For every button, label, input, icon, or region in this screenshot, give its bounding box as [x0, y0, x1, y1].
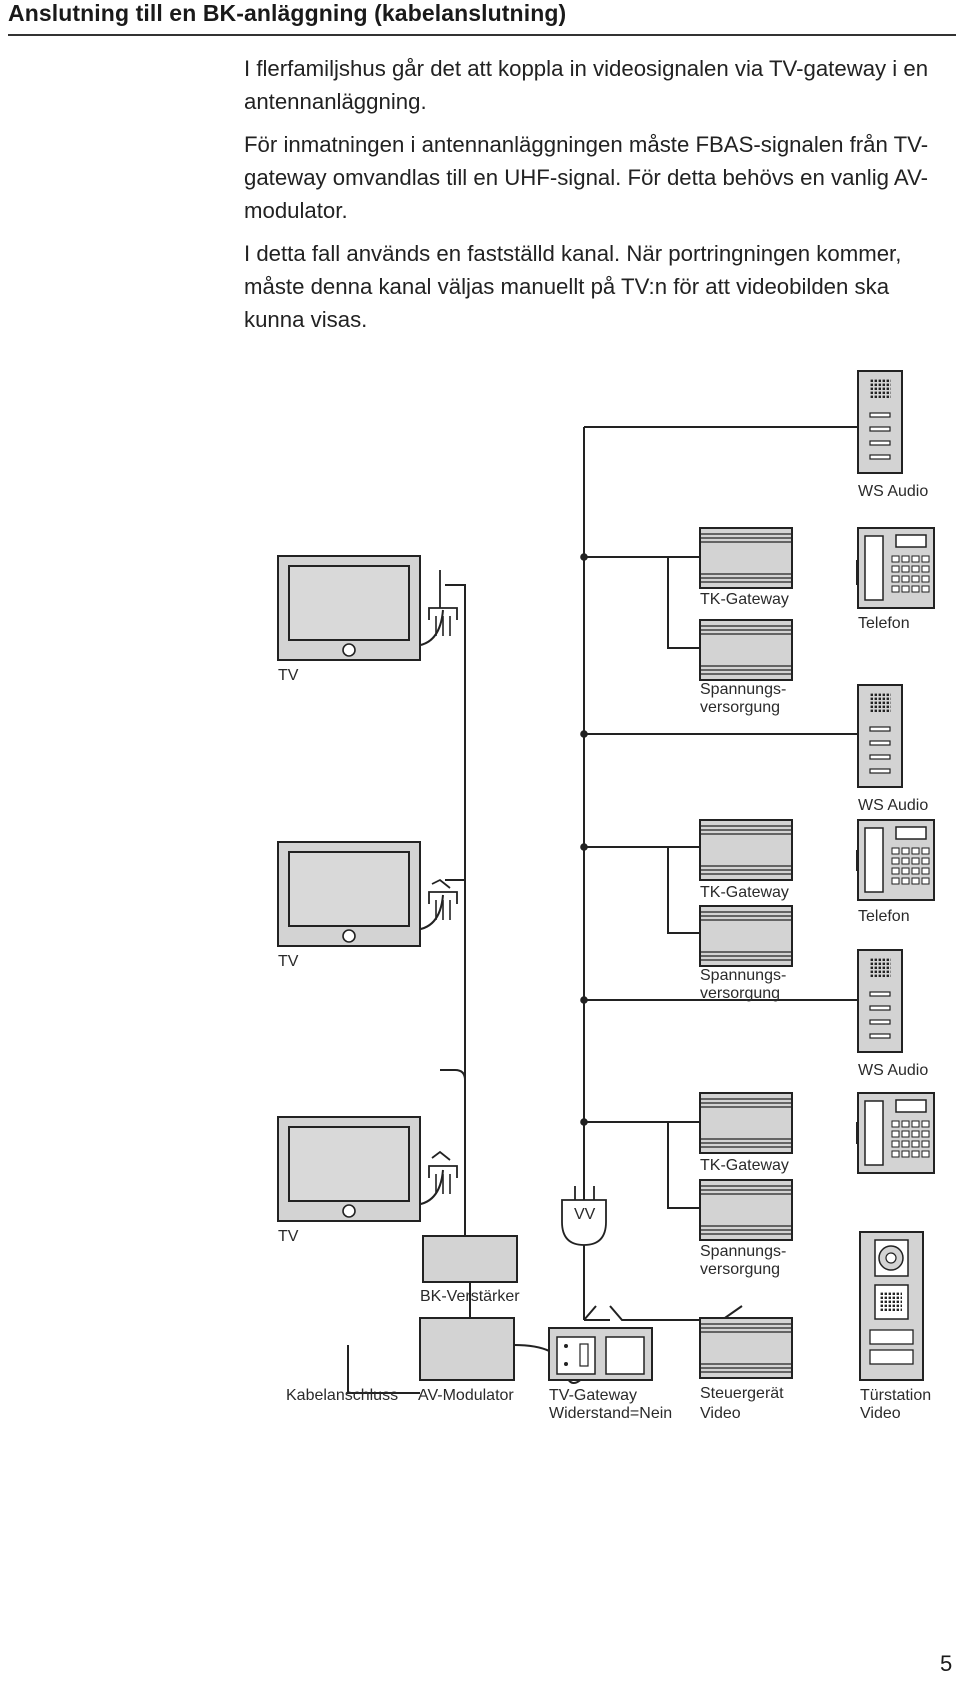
bk-verstaerker-label: BK-Verstärker: [420, 1288, 520, 1305]
tk-gateway-label: TK-Gateway: [700, 884, 789, 901]
bk-verstaerker-device: [422, 1235, 518, 1283]
intro-paragraph-1: I flerfamiljshus går det att koppla in v…: [244, 56, 929, 114]
tv-device: [277, 555, 421, 661]
spannung-label-line2: versorgung: [700, 1261, 780, 1278]
tk-gateway-module: [699, 527, 793, 589]
spannung-label-line2: versorgung: [700, 699, 780, 716]
ws-audio-device: [857, 370, 903, 474]
splitter-icon: [431, 570, 451, 1161]
tk-gateway-module: [699, 1092, 793, 1154]
ws-audio-label: WS Audio: [858, 483, 928, 500]
kabelanschluss-label: Kabelanschluss: [286, 1387, 398, 1404]
power-supply-module: [699, 1179, 793, 1241]
tv-gateway-label-line2: Widerstand=Nein: [549, 1405, 672, 1422]
door-station-video-device: [859, 1231, 924, 1381]
spannung-label-line2: versorgung: [700, 985, 780, 1002]
telefon-label: Telefon: [858, 908, 910, 925]
tuerstation-label-line1: Türstation: [860, 1387, 931, 1404]
page-number: 5: [940, 1651, 953, 1676]
vv-label: VV: [574, 1206, 596, 1223]
power-supply-module: [699, 905, 793, 967]
intro-paragraph-2: För inmatningen i antennanläggningen mås…: [244, 132, 929, 223]
tk-gateway-label: TK-Gateway: [700, 591, 789, 608]
steuergeraet-module: [699, 1317, 793, 1379]
telefon-label: Telefon: [858, 615, 910, 632]
vv-distributor: [561, 1186, 607, 1246]
telephone-device: [857, 1092, 935, 1174]
spannung-label-line1: Spannungs-: [700, 1243, 786, 1260]
spannung-label-line1: Spannungs-: [700, 681, 786, 698]
tv-label: TV: [278, 1228, 299, 1245]
ws-audio-device: [857, 684, 903, 788]
tv-gateway-label-line1: TV-Gateway: [549, 1387, 637, 1404]
bus-junctions: [580, 553, 588, 1126]
steuergeraet-label-line2: Video: [700, 1405, 741, 1422]
tv-device: [277, 1116, 421, 1222]
telephone-device: [857, 819, 935, 901]
tk-gateway-module: [699, 819, 793, 881]
tv-label: TV: [278, 953, 299, 970]
ws-audio-device: [857, 949, 903, 1053]
ws-audio-label: WS Audio: [858, 797, 928, 814]
tk-gateway-label: TK-Gateway: [700, 1157, 789, 1174]
page-title: Anslutning till en BK-anläggning (kabela…: [8, 0, 567, 26]
ws-audio-label: WS Audio: [858, 1062, 928, 1079]
steuergeraet-label-line1: Steuergerät: [700, 1385, 784, 1402]
tv-gateway-device: [548, 1327, 653, 1381]
power-supply-module: [699, 619, 793, 681]
title-rule: [8, 34, 956, 36]
tv-label: TV: [278, 667, 299, 684]
tuerstation-label-line2: Video: [860, 1405, 901, 1422]
intro-paragraph-3: I detta fall används en fastställd kanal…: [244, 241, 902, 332]
tv-device: [277, 841, 421, 947]
av-modulator-device: [419, 1317, 515, 1381]
intro-text: I flerfamiljshus går det att koppla in v…: [244, 52, 954, 336]
telephone-device: [857, 527, 935, 609]
av-modulator-label: AV-Modulator: [418, 1387, 514, 1404]
spannung-label-line1: Spannungs-: [700, 967, 786, 984]
